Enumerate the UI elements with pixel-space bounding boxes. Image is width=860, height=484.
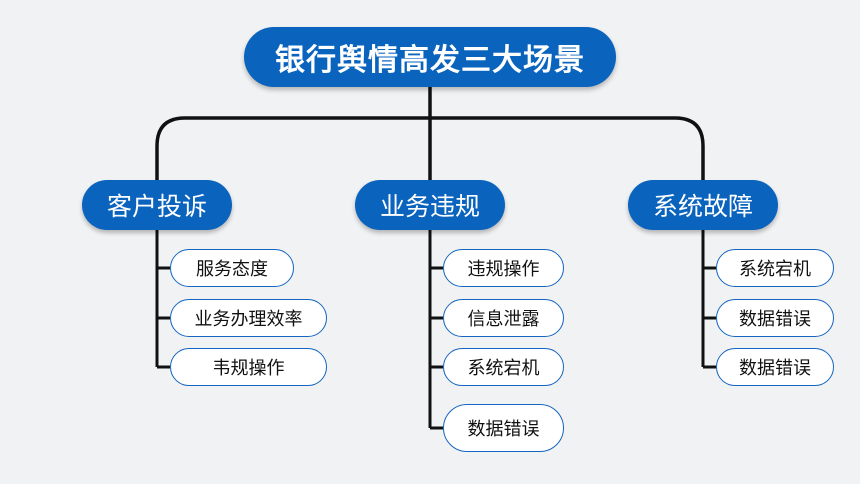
leaf-node: 违规操作: [443, 249, 564, 287]
leaf-node: 数据错误: [443, 404, 564, 452]
leaf-node: 系统宕机: [443, 348, 564, 386]
leaf-node: 服务态度: [170, 249, 294, 287]
leaf-node: 系统宕机: [716, 249, 834, 287]
category-node-complaints: 客户投诉: [82, 180, 232, 230]
leaf-node: 信息泄露: [443, 299, 564, 337]
category-node-violations: 业务违规: [355, 180, 505, 230]
root-node: 银行舆情高发三大场景: [244, 27, 616, 87]
leaf-node: 韦规操作: [170, 348, 327, 386]
leaf-node: 业务办理效率: [170, 299, 327, 337]
category-node-system-failure: 系统故障: [628, 180, 778, 230]
leaf-node: 数据错误: [716, 299, 834, 337]
leaf-node: 数据错误: [716, 348, 834, 386]
